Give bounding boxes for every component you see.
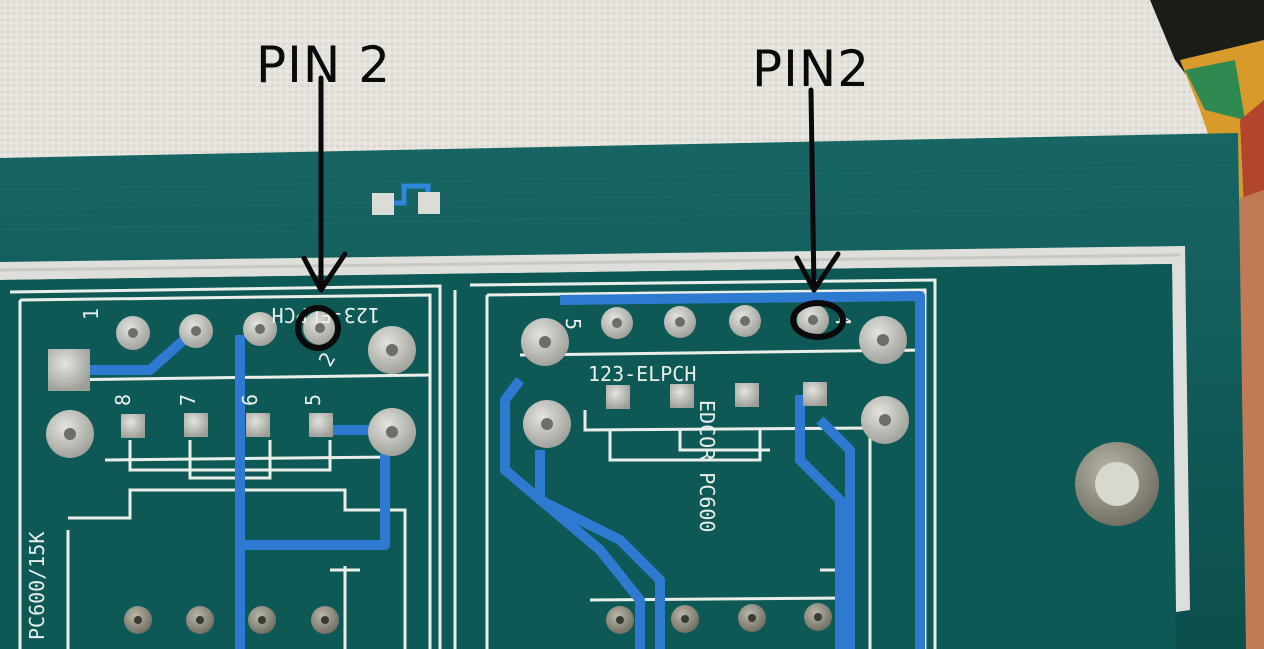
left-part-number: PC600/15K xyxy=(25,532,49,640)
pin-number-7: 7 xyxy=(176,394,200,406)
pin-number-8: 8 xyxy=(111,394,135,406)
left-annotation xyxy=(295,75,348,351)
smd-component xyxy=(372,183,440,215)
right-part-number: EDCOR PC600 xyxy=(695,400,719,532)
pin-number-1: 1 xyxy=(79,308,103,320)
pin-number-5: 5 xyxy=(301,394,325,406)
mounting-hole xyxy=(1075,442,1159,526)
right-module: 123-ELPCH EDCOR PC600 5 4 xyxy=(453,278,937,649)
right-pin-number-5: 5 xyxy=(561,318,585,330)
left-arrowhead xyxy=(301,251,348,293)
left-pin-circle xyxy=(295,305,341,351)
pin-number-6: 6 xyxy=(238,394,262,406)
left-pin-label: PIN 2 xyxy=(256,36,392,94)
right-annotation xyxy=(790,87,846,340)
right-arrowhead xyxy=(794,251,841,293)
right-arrow xyxy=(808,87,817,293)
right-pin-circle xyxy=(790,300,846,340)
left-module: PC600/15K 123-ELPCH 1 8 7 6 5 2 xyxy=(9,284,442,649)
right-pin-label: PIN2 xyxy=(752,40,871,98)
right-header-text: 123-ELPCH xyxy=(588,362,696,386)
